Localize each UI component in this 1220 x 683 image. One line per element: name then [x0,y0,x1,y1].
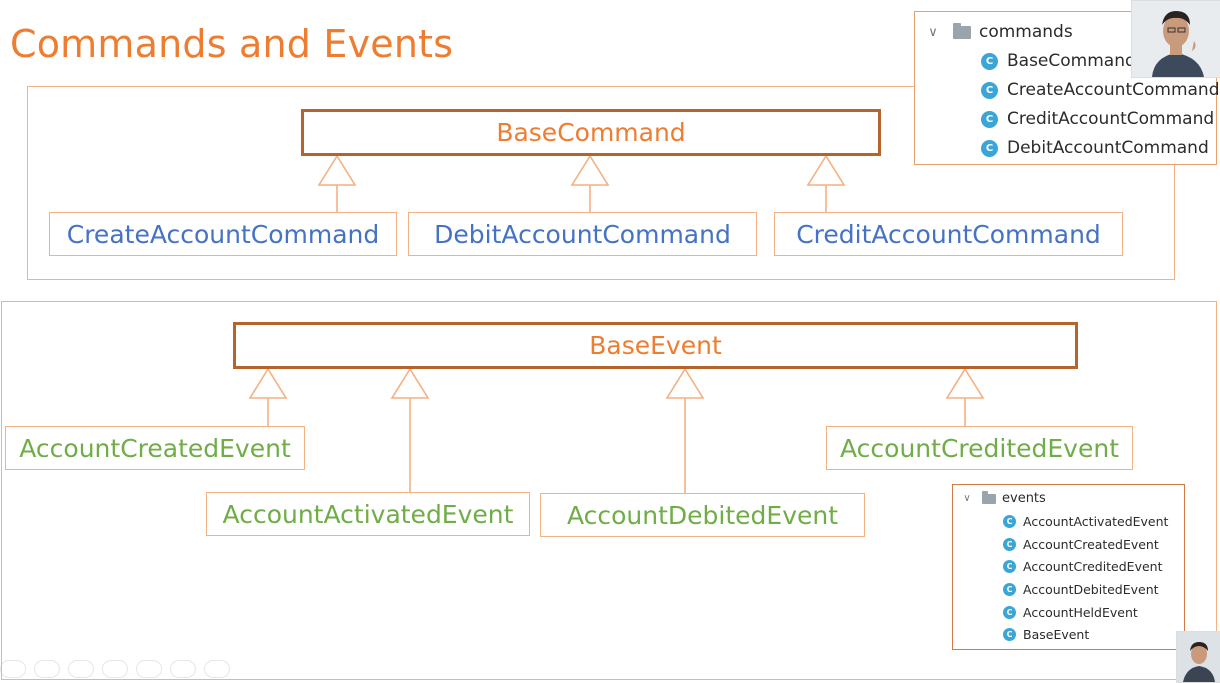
chevron-down-icon[interactable]: ∨ [928,24,938,40]
tree-item-label: CreditAccountCommand [1007,109,1215,129]
next-slide-icon[interactable] [34,660,60,678]
account-activated-event-box: AccountActivatedEvent [206,492,530,536]
events-project-tree: ∨ events C AccountActivatedEvent C Accou… [952,484,1185,650]
create-account-command-box: CreateAccountCommand [49,212,397,256]
tree-item[interactable]: C AccountActivatedEvent [1003,514,1168,529]
credit-account-command-box: CreditAccountCommand [774,212,1123,256]
class-c-icon: C [1003,583,1016,596]
class-c-icon: C [1003,560,1016,573]
tree-item[interactable]: C DebitAccountCommand [981,138,1209,158]
account-credited-event-box: AccountCreditedEvent [826,426,1133,470]
chevron-down-icon[interactable]: ∨ [963,493,971,504]
inherit-arrow-create-command [317,154,357,186]
credit-account-command-label: CreditAccountCommand [796,219,1101,249]
tree-item-label: CreateAccountCommand [1007,80,1220,100]
tree-folder-row-commands[interactable]: ∨ commands [925,22,1073,42]
tree-folder-row-events[interactable]: ∨ events [961,490,1046,506]
folder-icon [953,22,971,39]
class-c-icon: C [1003,515,1016,528]
commands-diagram-frame [27,86,1175,280]
pen-icon[interactable] [68,660,94,678]
presenter-figure [1132,1,1220,77]
tree-item[interactable]: C AccountCreditedEvent [1003,559,1163,574]
tree-item-label: AccountHeldEvent [1023,605,1138,620]
account-created-event-label: AccountCreatedEvent [19,433,291,463]
events-diagram-frame [1,301,1217,680]
tree-item-label: BaseEvent [1023,627,1090,642]
base-event-box: BaseEvent [233,322,1078,369]
class-c-icon: C [1003,538,1016,551]
slides-grid-icon[interactable] [102,660,128,678]
create-account-command-label: CreateAccountCommand [66,219,380,249]
class-c-icon: C [1003,606,1016,619]
base-event-label: BaseEvent [589,331,722,360]
folder-icon [982,490,996,504]
tree-folder-label: events [1002,491,1046,506]
debit-account-command-box: DebitAccountCommand [408,212,757,256]
tree-item[interactable]: C BaseEvent [1003,627,1089,642]
inherit-arrow-credited-event [945,367,985,399]
tree-item-label: AccountDebitedEvent [1023,582,1159,597]
tree-item[interactable]: C CreateAccountCommand [981,80,1220,100]
account-debited-event-box: AccountDebitedEvent [540,493,865,537]
tree-item-label: AccountCreditedEvent [1023,559,1163,574]
account-credited-event-label: AccountCreditedEvent [840,433,1119,463]
account-activated-event-label: AccountActivatedEvent [222,499,514,529]
slideshow-toolbar [0,660,230,678]
tree-folder-label: commands [979,22,1073,42]
tree-item[interactable]: C AccountHeldEvent [1003,605,1138,620]
class-c-icon: C [1003,628,1016,641]
zoom-icon[interactable] [136,660,162,678]
subtitles-icon[interactable] [170,660,196,678]
inherit-arrow-created-event [248,367,288,399]
inherit-arrow-debited-event [665,367,705,399]
presenter-webcam [1131,0,1220,78]
tree-item-label: BaseCommand [1007,51,1136,71]
account-created-event-box: AccountCreatedEvent [5,426,305,470]
tree-item[interactable]: C AccountDebitedEvent [1003,582,1159,597]
presenter-figure-small [1177,632,1220,682]
debit-account-command-label: DebitAccountCommand [434,219,731,249]
class-c-icon: C [981,81,998,99]
account-debited-event-label: AccountDebitedEvent [566,500,839,530]
presenter-webcam-small [1176,631,1220,683]
more-options-icon[interactable] [204,660,230,678]
inherit-arrow-debit-command [570,154,610,186]
tree-item[interactable]: C CreditAccountCommand [981,109,1214,129]
base-command-label: BaseCommand [496,118,686,147]
tree-item-label: AccountCreatedEvent [1023,537,1159,552]
tree-item-label: AccountActivatedEvent [1023,514,1169,529]
inherit-arrow-activated-event [390,367,430,399]
previous-slide-icon[interactable] [0,660,26,678]
tree-item[interactable]: C BaseCommand [981,51,1136,71]
class-c-icon: C [981,52,998,70]
tree-item-label: DebitAccountCommand [1007,138,1209,158]
base-command-box: BaseCommand [301,109,881,156]
tree-item[interactable]: C AccountCreatedEvent [1003,537,1159,552]
class-c-icon: C [981,110,998,128]
slide-title: Commands and Events [10,22,454,66]
class-c-icon: C [981,139,998,157]
inherit-arrow-credit-command [806,154,846,186]
